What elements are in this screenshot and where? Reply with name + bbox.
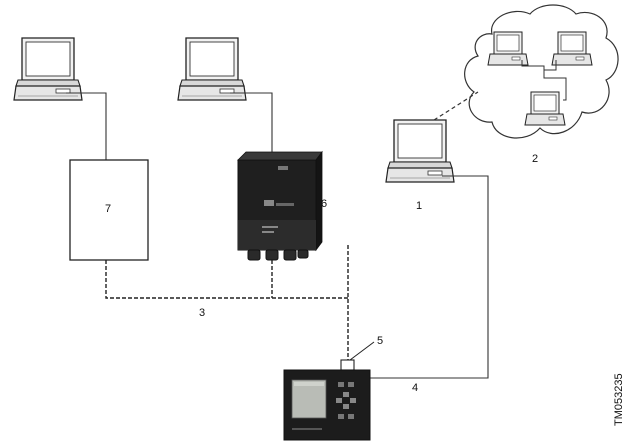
cloud-link-dashed: [433, 91, 479, 121]
box-7: [69, 159, 149, 261]
cloud-laptop-bottom: [524, 91, 566, 126]
label-3: 3: [199, 307, 205, 319]
cloud-laptop-right: [551, 31, 593, 66]
laptop-icon-left: [13, 37, 83, 101]
gateway-device-icon: [237, 150, 323, 261]
label-1: 1: [416, 200, 422, 212]
connector-5-pointer: [349, 341, 375, 361]
controller-device-icon: [283, 369, 371, 441]
laptop-icon-client: [385, 119, 455, 183]
connector-5: [340, 359, 355, 371]
label-4: 4: [412, 382, 418, 394]
document-code: TM053235: [613, 373, 625, 426]
laptop-icon-middle: [177, 37, 247, 101]
label-7: 7: [105, 203, 111, 215]
label-6: 6: [321, 198, 327, 210]
bus-dashed: [105, 245, 350, 366]
cloud-network-lines: [521, 60, 567, 101]
solid-connections: [66, 92, 489, 379]
label-2: 2: [532, 153, 538, 165]
label-5: 5: [377, 335, 383, 347]
